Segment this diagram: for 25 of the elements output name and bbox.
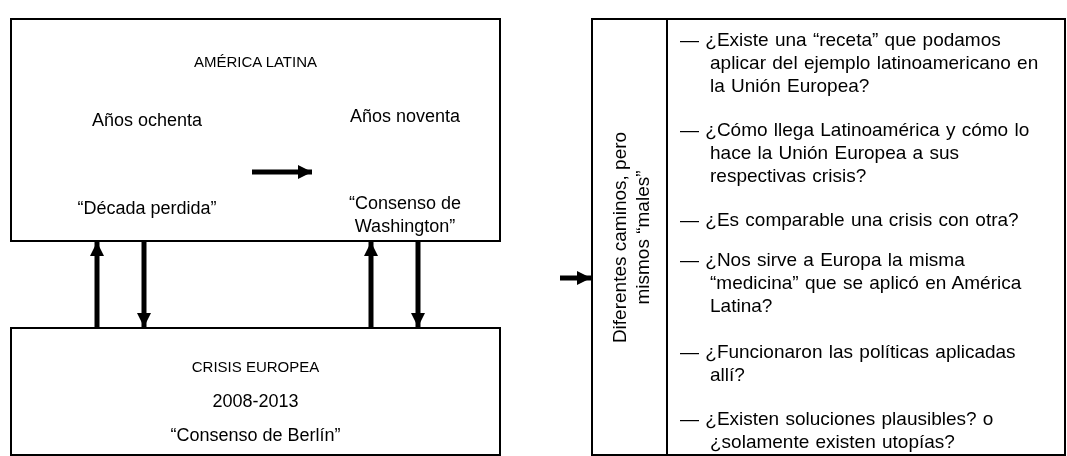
period-description: “Década perdida” xyxy=(76,197,218,220)
arrow xyxy=(137,242,151,327)
date-range: 2008-2013 xyxy=(211,390,300,413)
question-text: — ¿Existe una “receta” que podamos aplicar del ejemplo latinoamericano en la Unión Europea? xyxy=(680,28,1040,97)
box-subtitle: “Consenso de Berlín” xyxy=(169,424,342,447)
arrow xyxy=(252,165,312,179)
question-text: — ¿Cómo llega Latinoamérica y cómo lo hace la Unión Europea a sus respectivas crisis? xyxy=(680,118,1031,187)
period-description: “Consenso de Washington” xyxy=(347,192,463,238)
question-text: — ¿Funcionaron las políticas aplicadas allí? xyxy=(680,340,1017,386)
vertical-band xyxy=(591,18,668,456)
box-heading: CRISIS EUROPEA xyxy=(190,357,321,377)
vertical-label: Diferentes caminos, pero mismos “males” xyxy=(606,130,653,345)
arrow xyxy=(560,271,591,285)
period-label: Años ochenta xyxy=(90,109,204,132)
question-text: — ¿Es comparable una crisis con otra? xyxy=(680,208,1020,231)
question-text: — ¿Nos sirve a Europa la misma “medicina” que se aplicó en América Latina? xyxy=(680,248,1023,317)
group-box xyxy=(10,327,501,456)
arrow xyxy=(364,242,378,327)
question-text: — ¿Existen soluciones plausibles? o ¿solamente existen utopías? xyxy=(680,407,995,453)
question-panel xyxy=(666,18,1066,456)
group-box xyxy=(10,18,501,242)
arrow xyxy=(90,242,104,327)
arrow xyxy=(411,242,425,327)
period-label: Años noventa xyxy=(348,105,462,128)
box-heading: AMÉRICA LATINA xyxy=(192,52,319,72)
